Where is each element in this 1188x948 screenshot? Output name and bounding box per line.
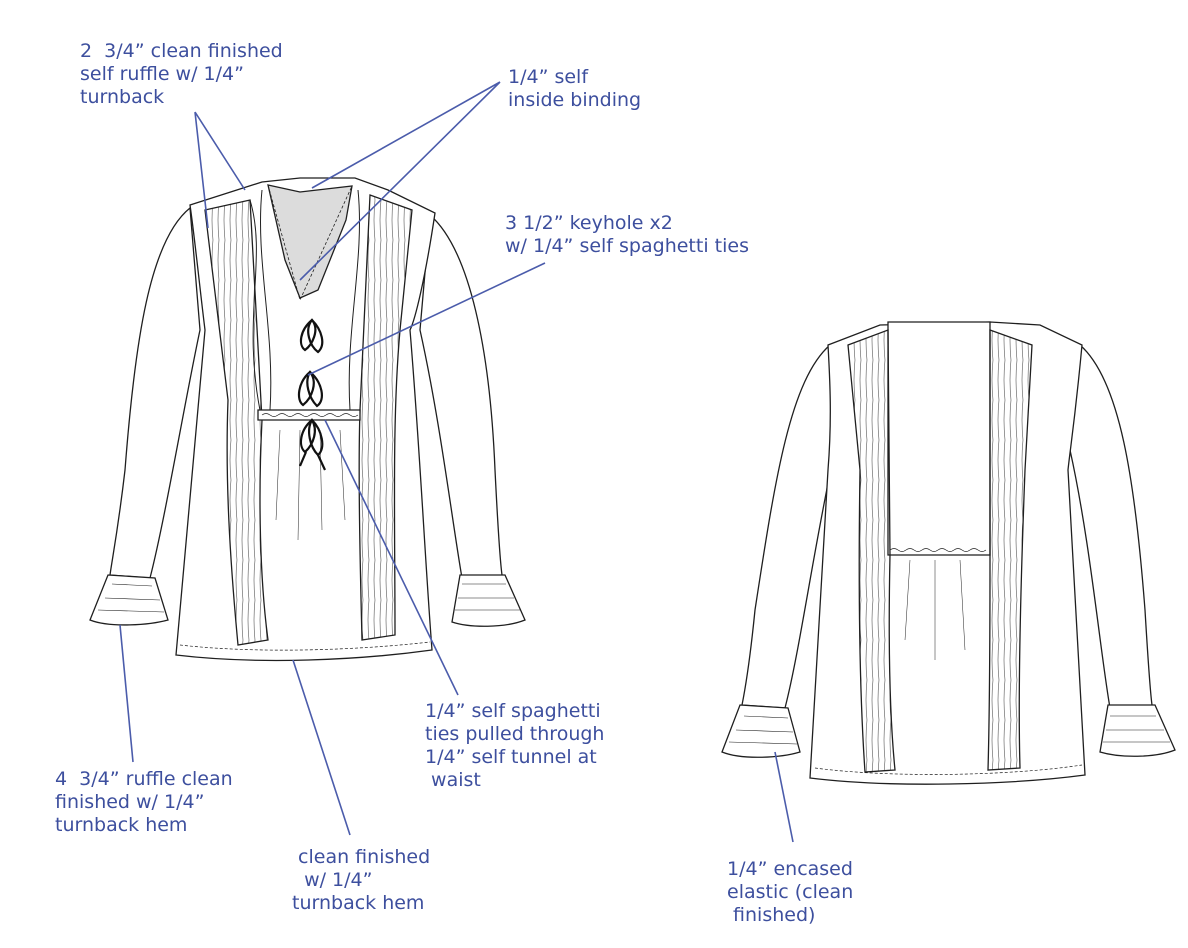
front-left-sleeve	[109, 206, 201, 579]
front-right-sleeve	[419, 213, 503, 579]
back-left-ruffle-band	[847, 329, 896, 773]
callout-ruffle-placket: 2 3/4” clean finished self ruffle w/ 1/4…	[80, 40, 283, 108]
front-neckline-facing	[267, 184, 353, 299]
front-waist-tunnel	[257, 409, 361, 421]
front-left-cuff-ruffle	[89, 574, 169, 626]
leader-tunnel	[324, 419, 459, 696]
front-right-cuff-ruffle	[451, 574, 526, 627]
front-left-ruffle-band	[204, 199, 269, 646]
leader-keyhole	[307, 262, 546, 376]
leader-binding	[299, 81, 501, 281]
front-view	[89, 177, 526, 662]
front-right-ruffle-band	[358, 194, 413, 641]
leader-ruffle-placket	[194, 111, 246, 229]
back-right-sleeve	[1069, 343, 1153, 709]
back-left-sleeve	[741, 343, 836, 709]
back-yoke	[887, 321, 991, 556]
callout-binding: 1/4” self inside binding	[508, 66, 642, 111]
callout-hem: clean finished w/ 1/4” turnback hem	[292, 846, 431, 914]
callout-keyhole: 3 1/2” keyhole x2 w/ 1/4” self spaghetti…	[505, 212, 749, 257]
front-spaghetti-ties	[297, 318, 326, 471]
leader-hem	[292, 659, 351, 836]
back-right-cuff-ruffle	[1099, 704, 1176, 757]
back-view	[721, 321, 1176, 785]
leader-elastic	[774, 751, 794, 843]
back-right-ruffle-band	[987, 329, 1033, 771]
leader-lines	[119, 81, 794, 843]
callout-tunnel: 1/4” self spaghetti ties pulled through …	[425, 700, 605, 791]
callout-elastic: 1/4” encased elastic (clean finished)	[727, 858, 854, 926]
leader-sleeve-ruffle	[119, 624, 134, 763]
callout-sleeve-ruffle: 4 3/4” ruffle clean finished w/ 1/4” tur…	[55, 768, 233, 836]
